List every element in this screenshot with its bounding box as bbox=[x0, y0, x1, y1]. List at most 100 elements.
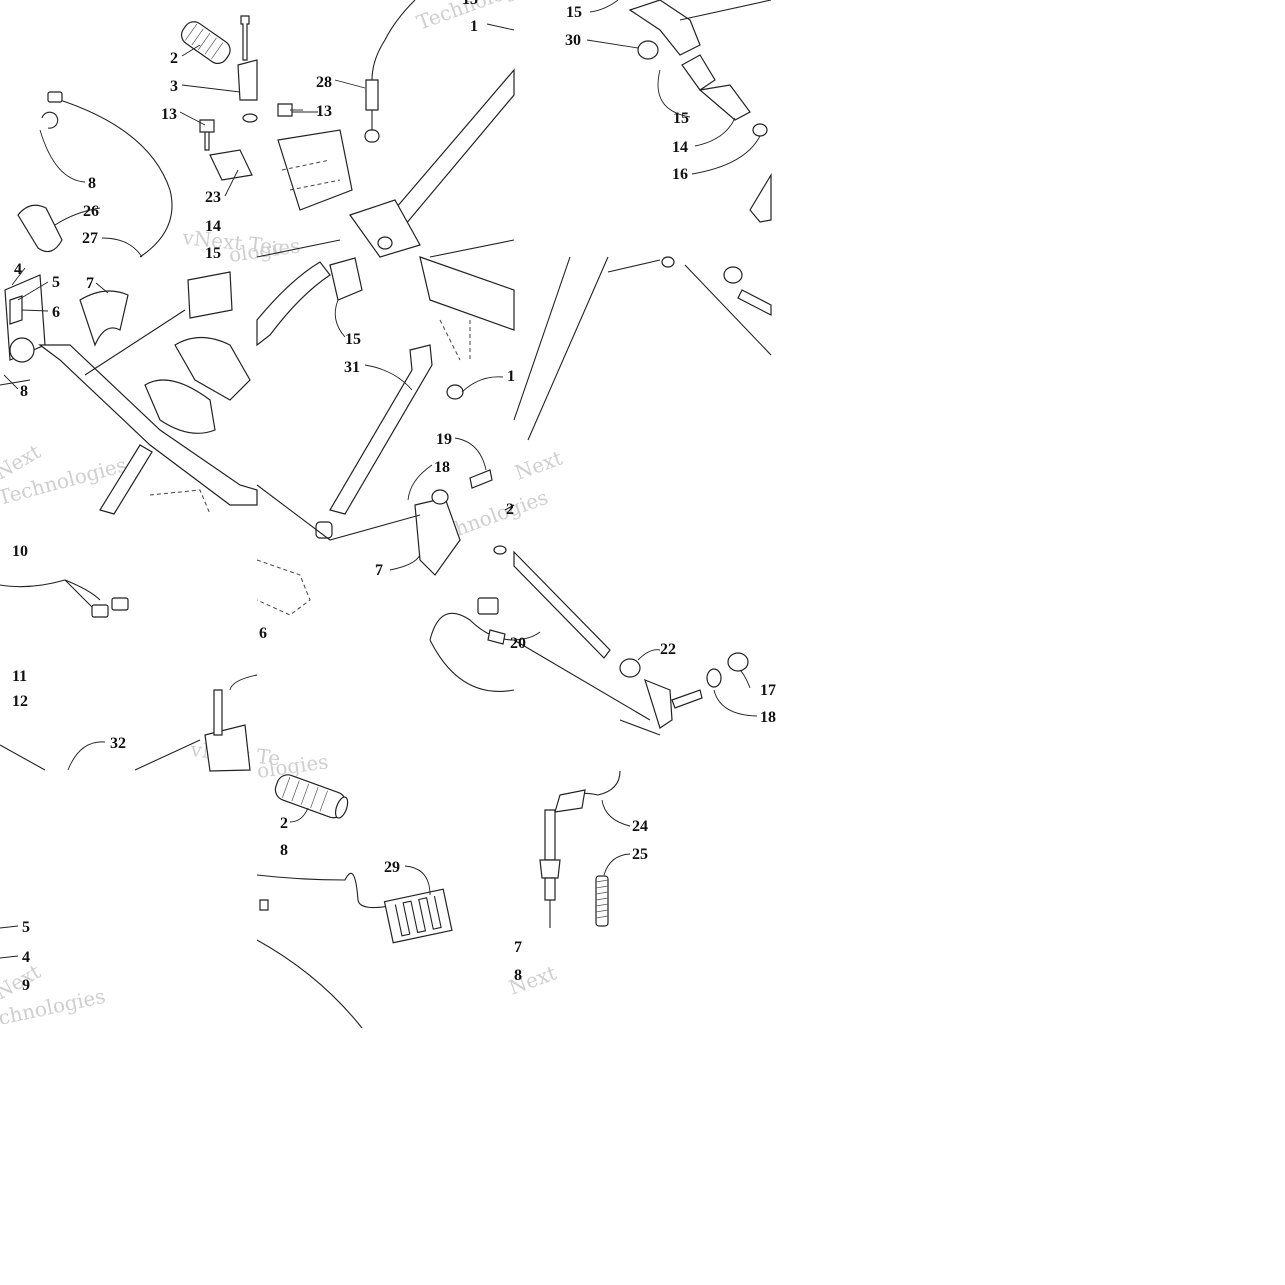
callout-23: 23 bbox=[205, 189, 221, 206]
nut-17 bbox=[727, 652, 749, 672]
callout-labels: 2 3 13 13 28 8 26 27 23 14 15 15 1 15 30… bbox=[12, 0, 776, 994]
callout-5a: 5 bbox=[52, 274, 60, 291]
tile-lower-center bbox=[256, 545, 541, 692]
connector-a bbox=[91, 604, 109, 618]
callout-14b: 14 bbox=[672, 139, 688, 156]
cable-boot bbox=[554, 789, 586, 813]
heater-cable bbox=[371, 0, 416, 81]
handlebar-cross bbox=[99, 444, 153, 515]
strap-31 bbox=[329, 344, 433, 515]
callout-24: 24 bbox=[632, 818, 648, 835]
heater-grip-a bbox=[174, 336, 251, 401]
callout-18a: 18 bbox=[434, 459, 450, 476]
callout-31: 31 bbox=[344, 359, 360, 376]
tile-center bbox=[256, 256, 515, 576]
clamp bbox=[237, 59, 258, 101]
bushing-18 bbox=[431, 489, 449, 505]
washer-18 bbox=[706, 668, 722, 688]
switch-body bbox=[544, 809, 556, 861]
callout-8c: 8 bbox=[514, 967, 522, 984]
clip-ring bbox=[41, 111, 59, 129]
nut-1 bbox=[446, 384, 464, 400]
callout-5b: 5 bbox=[22, 919, 30, 936]
tile-bottom-left bbox=[0, 925, 19, 959]
watermark-next-4: Next bbox=[512, 446, 566, 485]
washer-3 bbox=[242, 113, 258, 123]
harness bbox=[0, 579, 101, 601]
callout-6b: 6 bbox=[259, 625, 267, 642]
callout-7b: 7 bbox=[375, 562, 383, 579]
rod-end bbox=[644, 678, 673, 729]
tie-rod bbox=[513, 550, 611, 659]
switch-nut bbox=[539, 859, 561, 879]
callout-32: 32 bbox=[110, 735, 126, 752]
tile-middle-right bbox=[513, 256, 772, 441]
jam-nut-22 bbox=[619, 658, 641, 678]
pivot-arm bbox=[628, 0, 701, 56]
callout-9: 9 bbox=[22, 977, 30, 994]
callout-15d: 15 bbox=[673, 110, 689, 127]
callout-15b: 15 bbox=[462, 0, 478, 8]
tile-top-right bbox=[586, 0, 772, 223]
throttle-cable bbox=[59, 99, 173, 258]
callout-14a: 14 bbox=[205, 218, 221, 235]
handlebar-grip bbox=[180, 21, 231, 64]
callout-1b: 1 bbox=[507, 368, 515, 385]
callout-8b: 8 bbox=[280, 842, 288, 859]
connector-b bbox=[111, 597, 129, 611]
frame-bracket bbox=[419, 256, 515, 331]
callout-2: 2 bbox=[170, 50, 178, 67]
heater-element bbox=[383, 888, 453, 944]
tile-lower-left bbox=[0, 579, 258, 772]
nut-top bbox=[723, 266, 743, 284]
bolt-13a bbox=[199, 119, 215, 151]
callout-22: 22 bbox=[660, 641, 676, 658]
tile-bottom-center bbox=[256, 774, 453, 1029]
heater-wire bbox=[256, 872, 396, 909]
cable-end bbox=[47, 91, 63, 103]
sensor-tip bbox=[487, 629, 506, 645]
callout-18b: 18 bbox=[760, 709, 776, 726]
switch-insert bbox=[9, 295, 23, 325]
link-14 bbox=[698, 84, 751, 121]
nut-16 bbox=[752, 123, 768, 137]
post-bracket bbox=[349, 199, 421, 258]
arm-end bbox=[749, 172, 772, 223]
cable-adjuster bbox=[365, 79, 379, 111]
clamp-15 bbox=[329, 257, 363, 301]
clip-2 bbox=[493, 545, 507, 555]
callout-20: 20 bbox=[510, 635, 526, 652]
tile-lower-right bbox=[513, 550, 758, 736]
callout-7a: 7 bbox=[86, 275, 94, 292]
callout-17: 17 bbox=[760, 682, 776, 699]
callout-29: 29 bbox=[384, 859, 400, 876]
frame-lines bbox=[256, 239, 515, 258]
callout-15c: 15 bbox=[566, 4, 582, 21]
tile-bottom-right bbox=[539, 770, 631, 928]
handlebar bbox=[38, 344, 258, 506]
bolt-top bbox=[213, 689, 223, 736]
heater-block bbox=[187, 271, 233, 319]
sensor-plug bbox=[477, 597, 499, 615]
callout-7c: 7 bbox=[514, 939, 522, 956]
bracket-23 bbox=[209, 149, 253, 181]
callout-8a: 8 bbox=[20, 383, 28, 400]
callout-4b: 4 bbox=[22, 949, 30, 966]
frame-rail bbox=[513, 256, 609, 441]
lower-wire bbox=[256, 939, 363, 1029]
mount-plate bbox=[277, 129, 353, 211]
callout-4a: 4 bbox=[14, 261, 22, 278]
callout-28: 28 bbox=[316, 74, 332, 91]
callout-2b: 2 bbox=[506, 501, 514, 518]
callout-3: 3 bbox=[170, 78, 178, 95]
lever-7 bbox=[414, 497, 461, 576]
callout-15a: 15 bbox=[205, 245, 221, 262]
cover-7 bbox=[79, 290, 129, 347]
cable-barrel bbox=[364, 129, 380, 143]
tile-top-left bbox=[17, 15, 303, 258]
callout-12: 12 bbox=[12, 693, 28, 710]
bolt bbox=[240, 15, 250, 61]
spring-25 bbox=[595, 875, 609, 927]
callout-13b: 13 bbox=[316, 103, 332, 120]
